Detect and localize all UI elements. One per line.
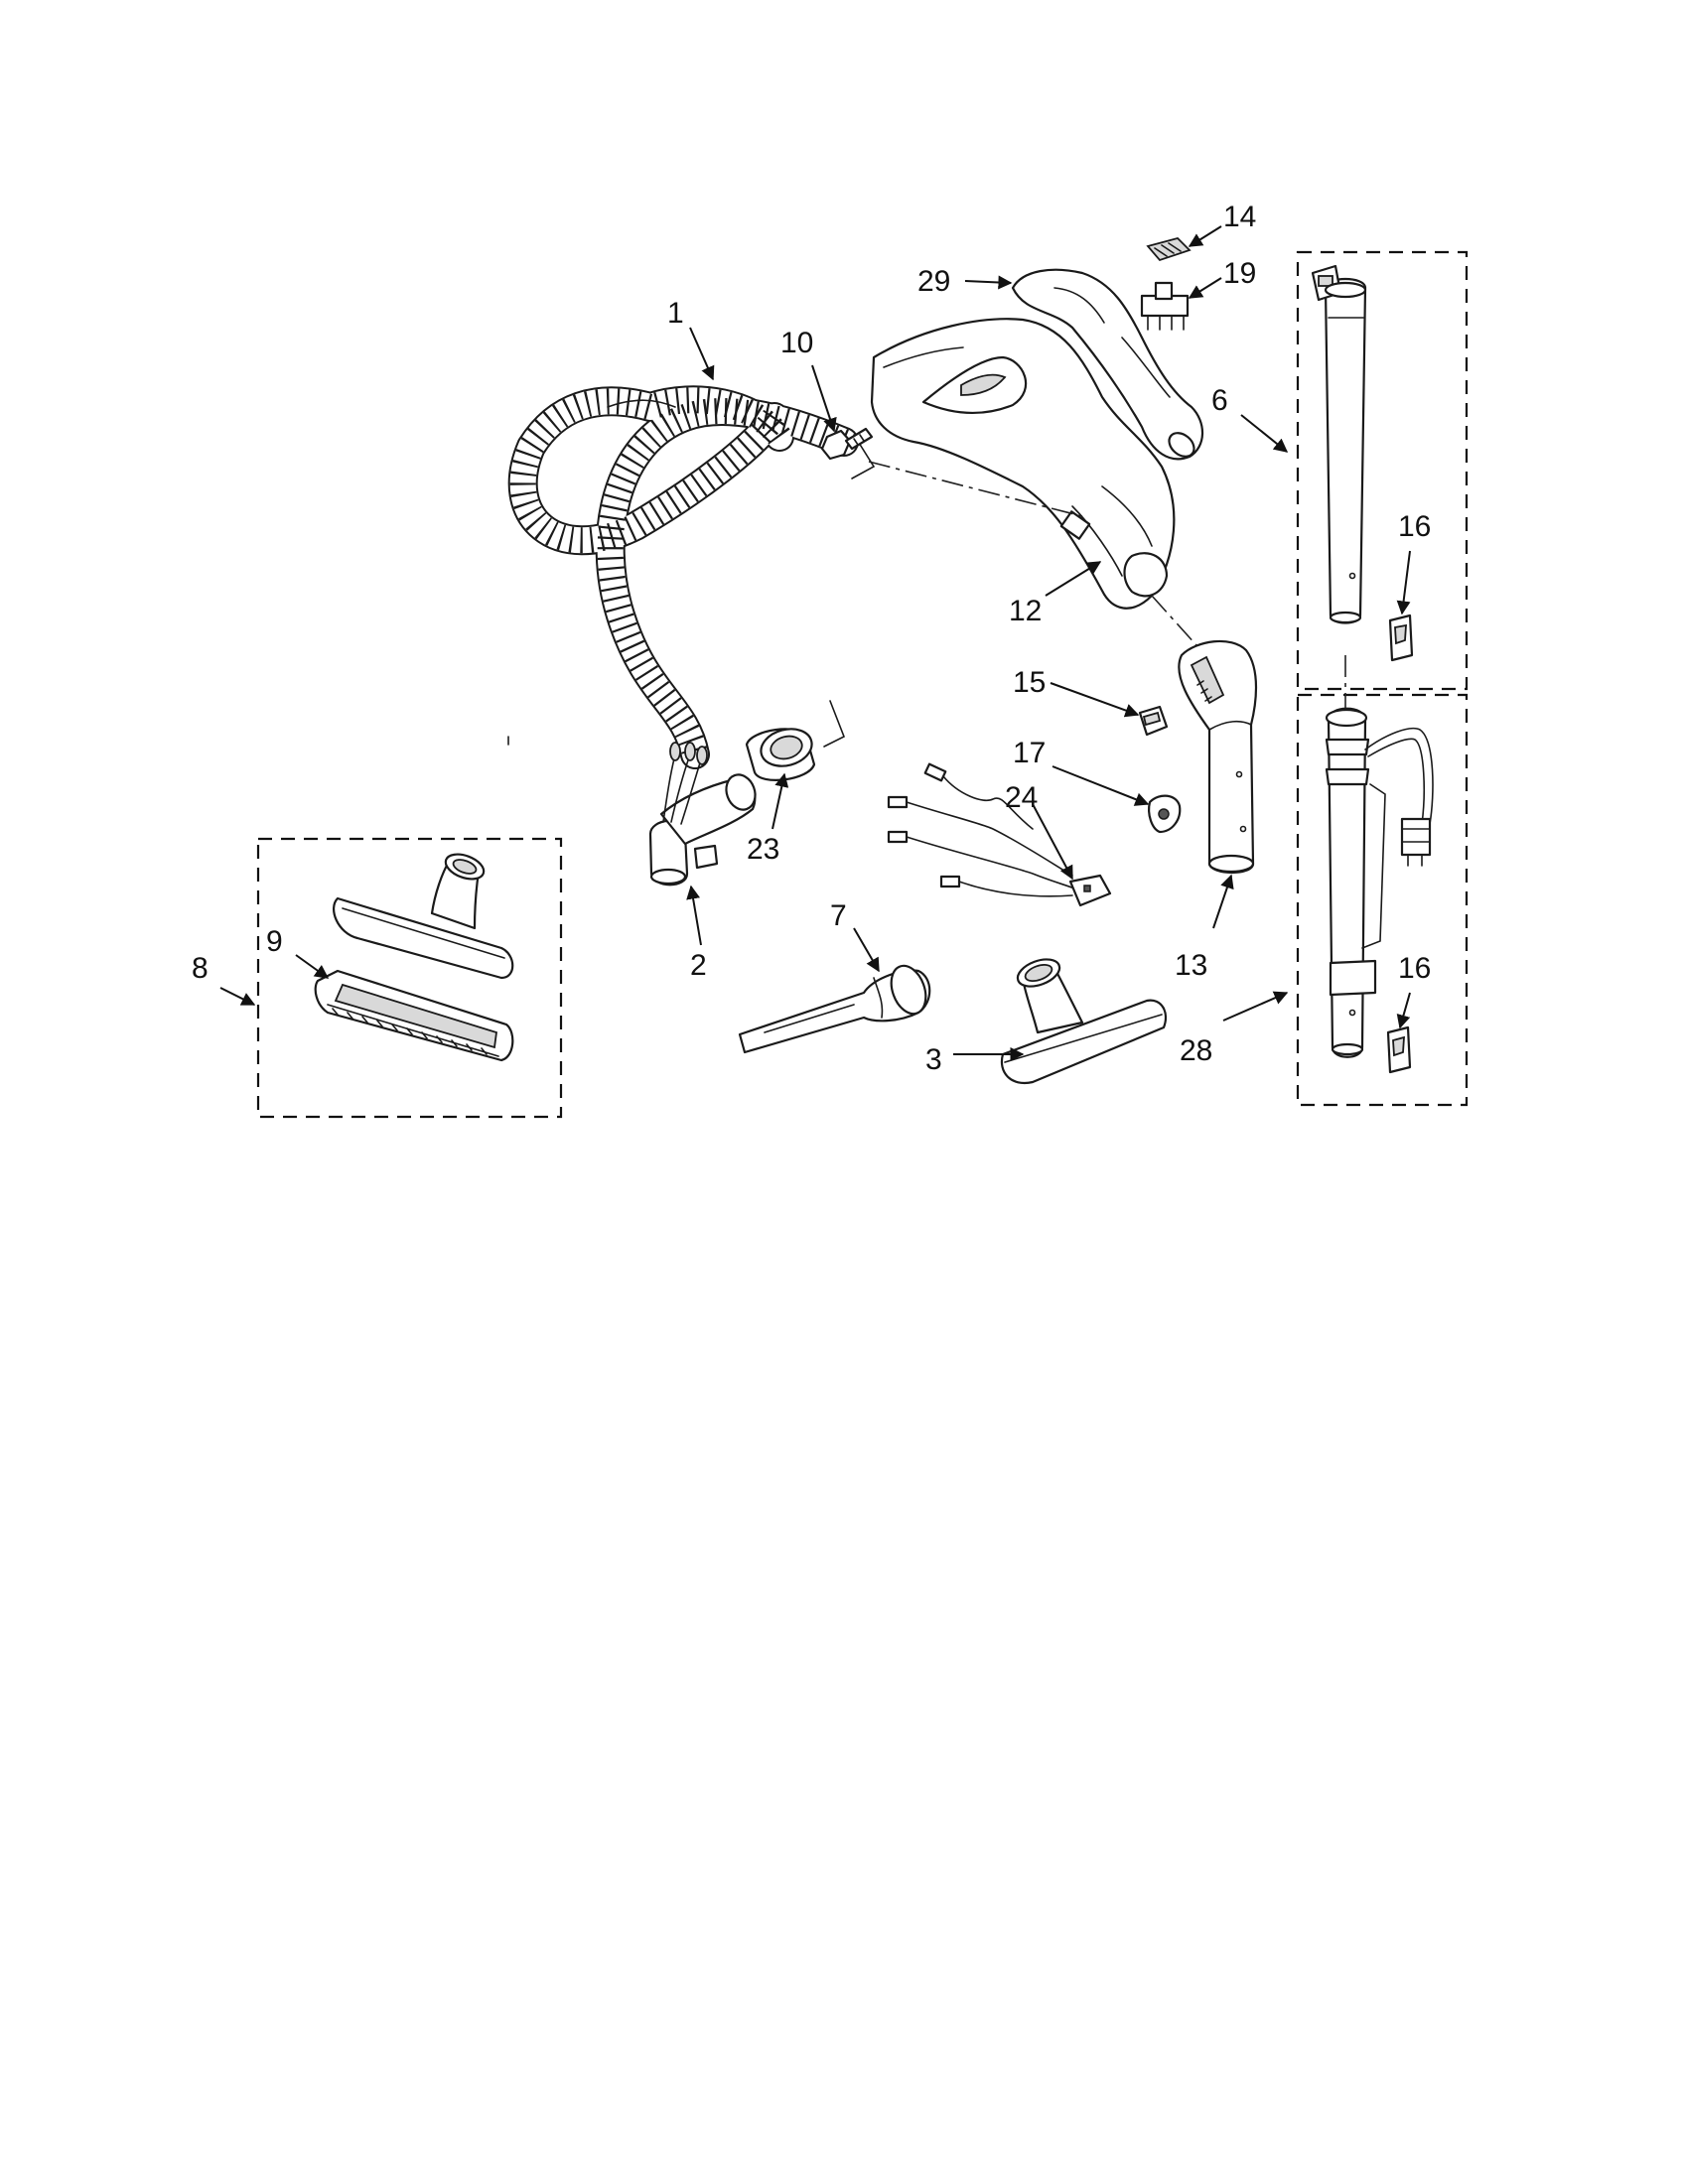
callout-3: 3	[925, 1043, 942, 1076]
leader-16b	[1396, 992, 1411, 1029]
callout-23: 23	[747, 833, 779, 866]
callout-15: 15	[1013, 666, 1046, 699]
part-10-screw	[820, 427, 874, 461]
callout-16-upper: 16	[1398, 510, 1431, 543]
callout-16-lower: 16	[1398, 952, 1431, 985]
part-28-electric-wand	[1325, 707, 1434, 1058]
callout-9: 9	[266, 925, 283, 958]
callout-6: 6	[1211, 384, 1228, 417]
leader-6	[1240, 414, 1289, 453]
part-16-latch-lower	[1386, 1025, 1412, 1074]
leader-7	[853, 927, 880, 973]
leader-16a	[1396, 550, 1411, 615]
part-6-upper-wand	[1311, 264, 1367, 624]
leader-23	[772, 772, 789, 830]
part-15-clip	[1138, 705, 1169, 737]
leader-14	[1188, 225, 1222, 247]
leader-28	[1222, 991, 1289, 1022]
part-7-crevice-tool	[738, 964, 931, 1054]
leader-12	[1045, 561, 1102, 597]
callout-14: 14	[1223, 201, 1256, 233]
group-box-6	[1296, 250, 1469, 691]
leader-15	[1050, 682, 1140, 718]
callout-12: 12	[1009, 595, 1042, 627]
callout-17: 17	[1013, 737, 1046, 769]
part-23-coupling	[745, 728, 816, 781]
callout-28: 28	[1180, 1034, 1212, 1067]
part-9-upholstery-tool	[314, 853, 514, 1062]
callout-19: 19	[1223, 257, 1256, 290]
callout-8: 8	[192, 952, 209, 985]
leader-24	[1032, 803, 1073, 881]
part-29-handle-cover	[1011, 268, 1204, 461]
callout-10: 10	[780, 327, 813, 359]
part-13-wand-handle	[1178, 639, 1258, 874]
callout-7: 7	[830, 899, 847, 932]
leader-2	[686, 885, 702, 946]
part-12-handle	[870, 318, 1176, 610]
centerline-handle-wand	[1151, 595, 1197, 646]
part-17-latch	[1148, 794, 1182, 834]
callout-13: 13	[1175, 949, 1207, 982]
leader-13	[1212, 874, 1234, 929]
leader-1	[689, 327, 715, 381]
leader-17	[1052, 765, 1150, 806]
group-box-28	[1296, 693, 1469, 1107]
part-14-button-cap	[1146, 236, 1192, 262]
leader-19	[1188, 277, 1222, 299]
part-1-hose	[507, 385, 876, 769]
part-19-switch	[1140, 281, 1190, 331]
part-24-wire-harness	[887, 762, 1112, 907]
group-box-8	[256, 837, 563, 1119]
leader-8	[219, 987, 256, 1006]
part-2-swivel	[648, 742, 757, 887]
callout-2: 2	[690, 949, 707, 982]
callout-24: 24	[1005, 781, 1038, 814]
leader-29	[964, 275, 1013, 290]
part-16-latch-upper	[1388, 614, 1414, 662]
leader-10	[811, 364, 837, 433]
leader-9	[295, 954, 330, 979]
callout-29: 29	[917, 265, 950, 298]
part-3-floor-brush	[1000, 958, 1168, 1085]
callout-1: 1	[667, 297, 684, 330]
